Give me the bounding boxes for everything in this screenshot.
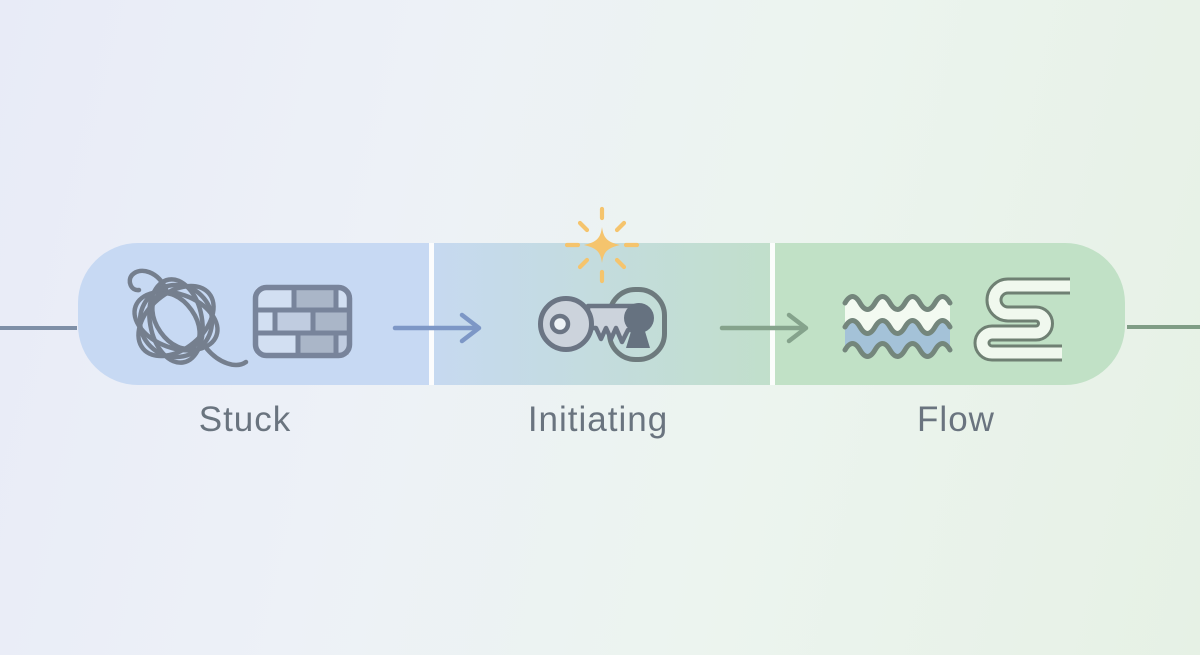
exit-line <box>1127 325 1200 329</box>
stage-label-stuck: Stuck <box>198 400 292 439</box>
segment-separator <box>429 243 434 385</box>
stage-segment-flow <box>775 243 1125 385</box>
stage-segment-initiating <box>434 243 770 385</box>
entry-line <box>0 326 77 330</box>
segment-separator <box>770 243 775 385</box>
stage-band <box>78 243 1125 385</box>
stage-label-flow: Flow <box>917 400 995 439</box>
stage-segment-stuck <box>78 243 429 385</box>
stage-label-initiating: Initiating <box>527 400 669 439</box>
